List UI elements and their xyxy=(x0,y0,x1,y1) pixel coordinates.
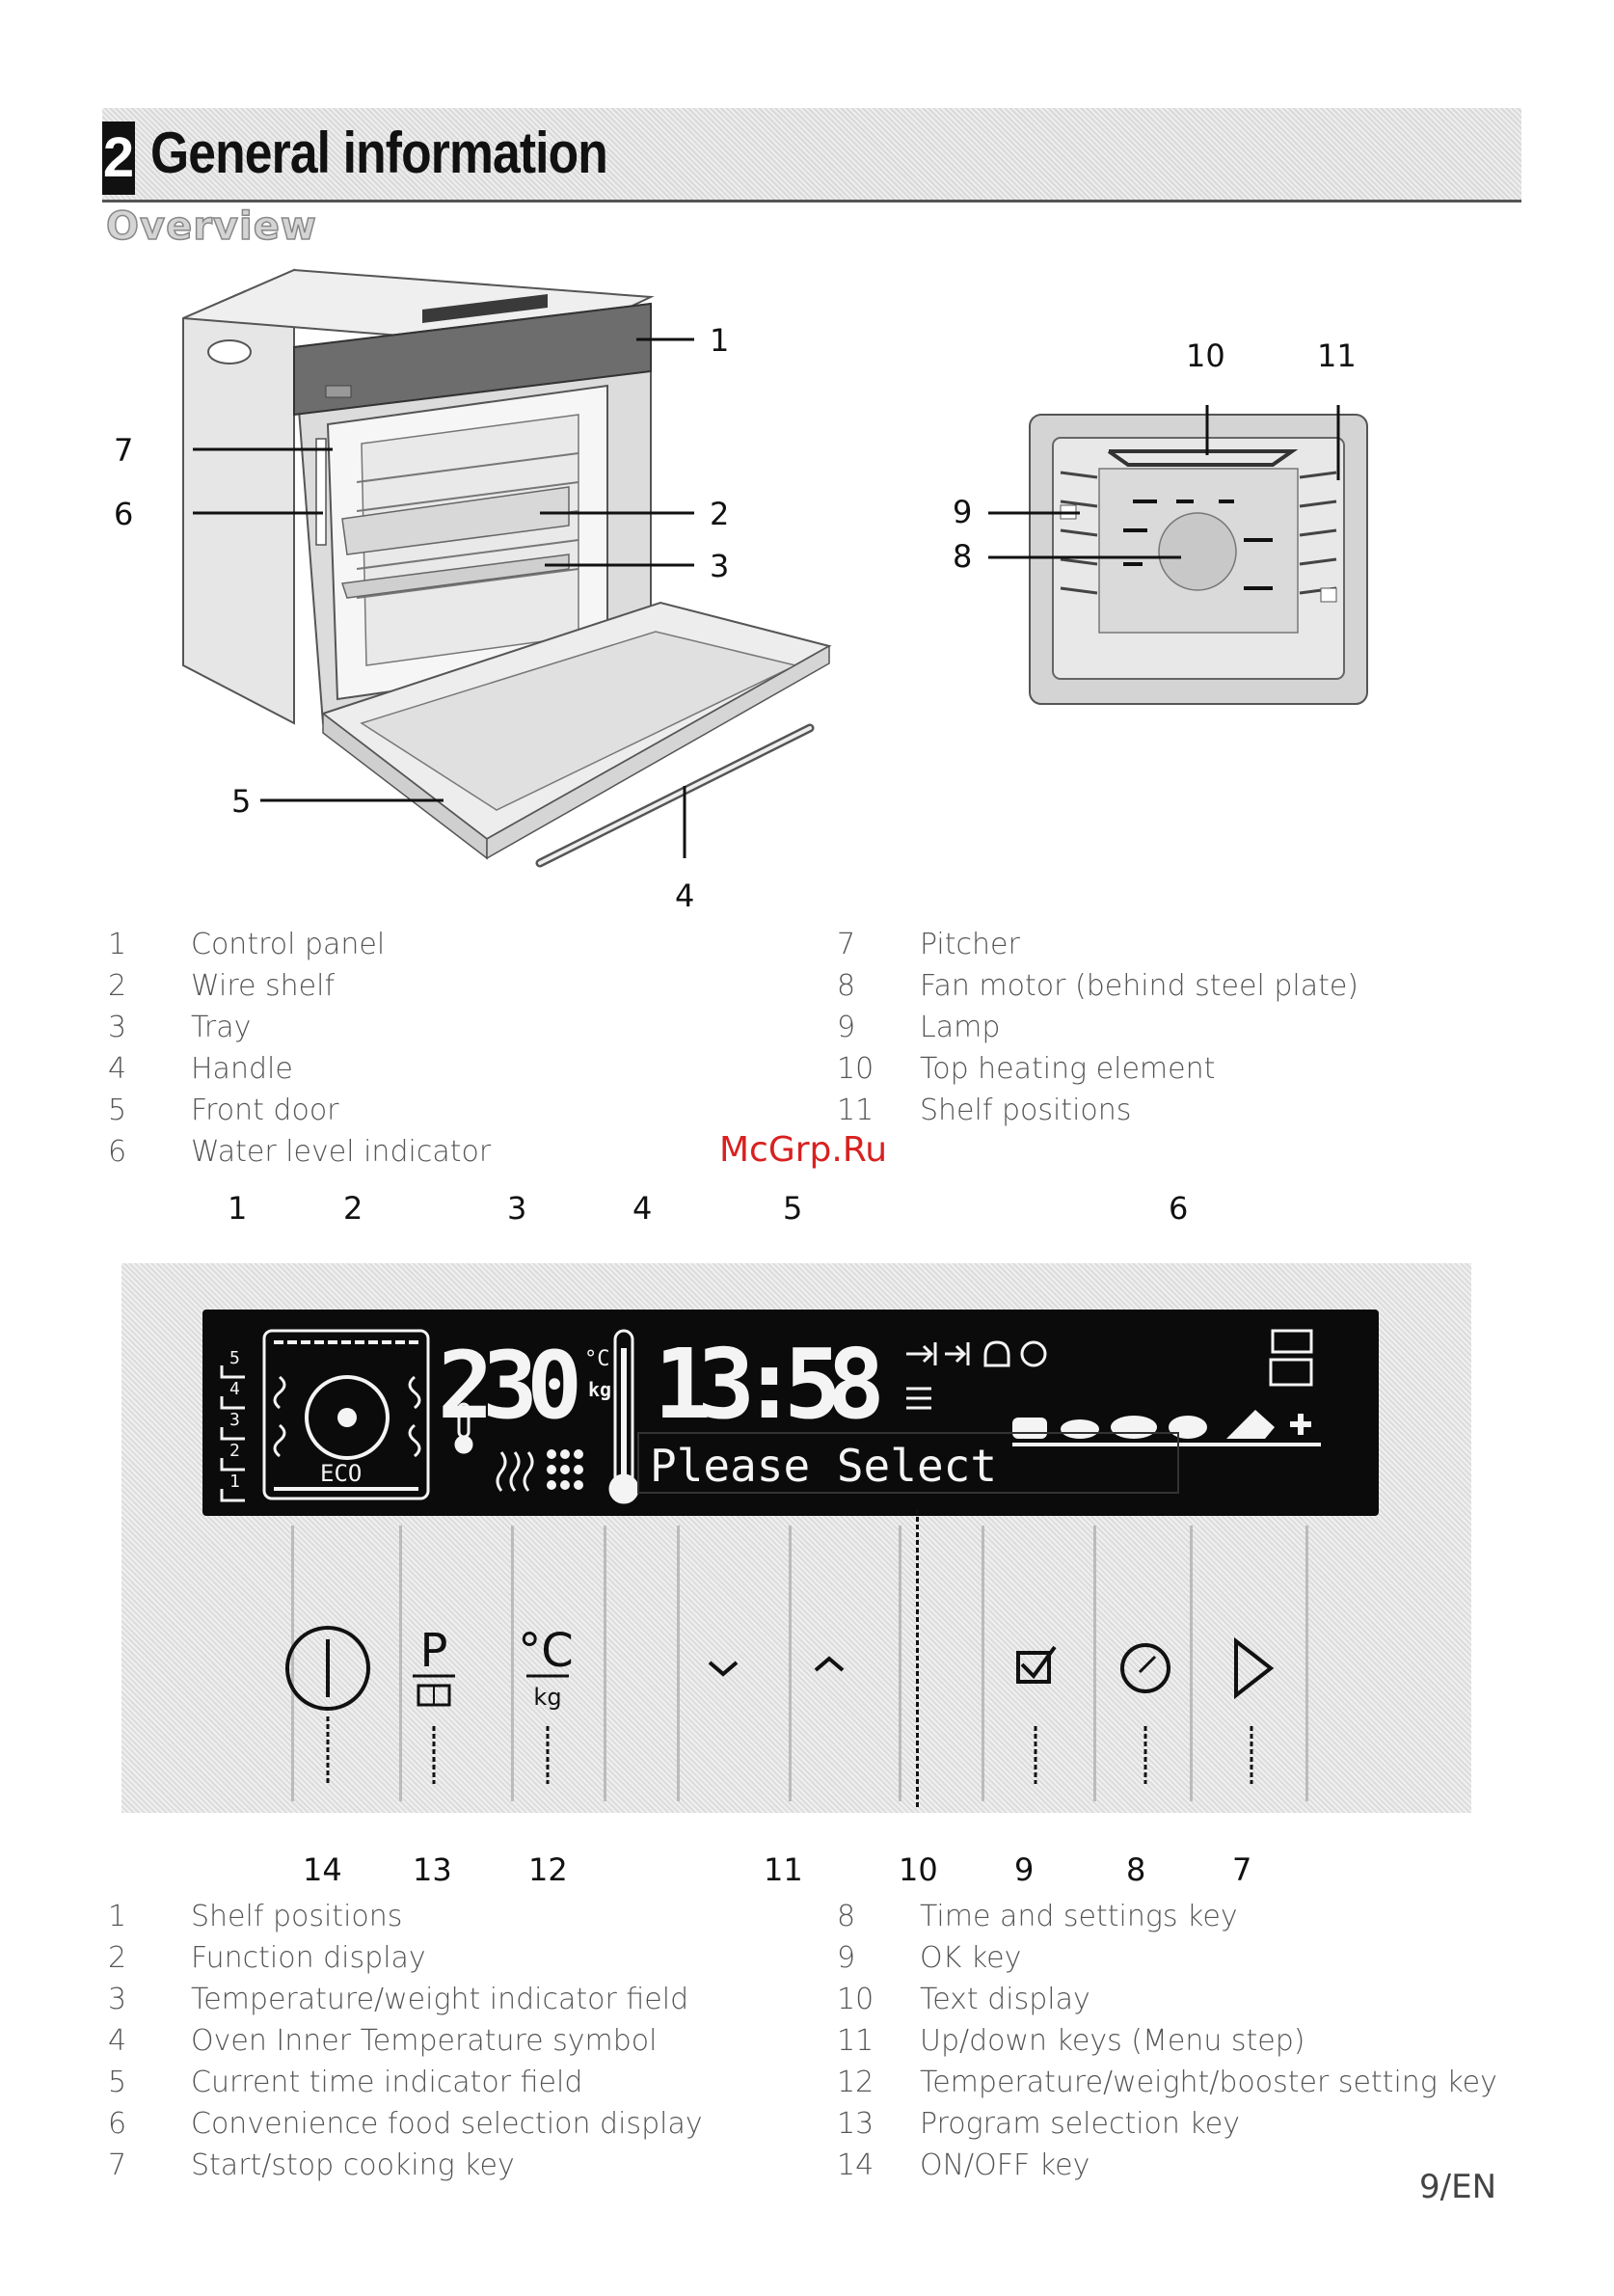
panel-callout-7: 7 xyxy=(1232,1851,1252,1888)
convenience-food-icons xyxy=(1012,1410,1321,1446)
callout-11: 11 xyxy=(1317,338,1357,374)
power-icon xyxy=(285,1626,370,1794)
chevron-down-icon xyxy=(708,1661,739,1677)
callout-3: 3 xyxy=(710,548,730,584)
page-number: 9/EN xyxy=(1419,2168,1497,2206)
text-display: Please Select xyxy=(650,1440,997,1492)
oven-interior-illustration xyxy=(988,405,1368,705)
svg-text:kg: kg xyxy=(533,1684,561,1711)
key-divider xyxy=(291,1526,294,1801)
key-divider xyxy=(789,1526,792,1801)
checkbox-icon xyxy=(1016,1645,1057,1794)
text-display-leader xyxy=(916,1509,919,1808)
program-selection-key[interactable]: P xyxy=(386,1543,482,1794)
temp-unit: °C xyxy=(584,1347,610,1371)
function-display: ECO xyxy=(262,1329,430,1500)
panel-callout-1: 1 xyxy=(228,1190,248,1227)
drops-grid-icon xyxy=(547,1449,583,1490)
temperature-key-icon: °C kg xyxy=(518,1624,574,1794)
shelf-level-5: 5 xyxy=(229,1348,240,1368)
clock-icon xyxy=(1120,1643,1170,1794)
callout-7: 7 xyxy=(114,432,134,469)
panel-callout-9: 9 xyxy=(1014,1851,1035,1888)
eco-label: ECO xyxy=(320,1460,362,1487)
chapter-header: 2 General information xyxy=(102,108,1521,203)
chapter-number: 2 xyxy=(102,122,135,195)
svg-text:P: P xyxy=(420,1624,448,1678)
key-divider xyxy=(1190,1526,1193,1801)
svg-text:°C: °C xyxy=(518,1624,574,1678)
panel-callout-5: 5 xyxy=(783,1190,803,1227)
lcd-display: 5 4 3 2 1 ECO 230 °C kg xyxy=(202,1310,1379,1516)
callout-8: 8 xyxy=(953,538,973,575)
timer-icons xyxy=(906,1340,1047,1410)
temperature-value: 230 xyxy=(438,1332,582,1440)
start-stop-key[interactable] xyxy=(1201,1543,1298,1794)
chapter-title: General information xyxy=(150,121,608,185)
shelf-positions-indicator xyxy=(220,1365,245,1502)
ok-key[interactable] xyxy=(987,1543,1084,1794)
key-divider xyxy=(1093,1526,1096,1801)
callout-4: 4 xyxy=(675,878,695,914)
fan-icon xyxy=(305,1375,390,1460)
control-panel: 5 4 3 2 1 ECO 230 °C kg xyxy=(121,1263,1471,1813)
key-divider xyxy=(604,1526,606,1801)
panel-callout-2: 2 xyxy=(343,1190,363,1227)
lock-icons xyxy=(1269,1329,1313,1387)
key-divider xyxy=(511,1526,514,1801)
current-time: 13:58 xyxy=(654,1328,885,1441)
bell-icon xyxy=(983,1340,1010,1367)
lcd-graphics: 5 4 3 2 1 ECO 230 °C kg xyxy=(220,1328,1321,1504)
program-icon: P xyxy=(413,1624,455,1794)
panel-callout-6: 6 xyxy=(1169,1190,1189,1227)
callout-1: 1 xyxy=(710,322,730,359)
key-divider xyxy=(982,1526,984,1801)
shelf-level-4: 4 xyxy=(229,1379,240,1399)
steam-icon xyxy=(496,1451,534,1492)
callout-10: 10 xyxy=(1186,338,1225,374)
panel-callout-3: 3 xyxy=(507,1190,527,1227)
on-off-key[interactable] xyxy=(280,1543,376,1794)
panel-callout-12: 12 xyxy=(528,1851,568,1888)
key-divider xyxy=(1305,1526,1308,1801)
time-settings-key[interactable] xyxy=(1095,1543,1192,1794)
up-key[interactable] xyxy=(773,1543,877,1794)
down-key[interactable] xyxy=(675,1543,771,1784)
section-title: Overview xyxy=(105,203,317,250)
weight-unit: kg xyxy=(588,1378,611,1401)
shelf-level-1: 1 xyxy=(229,1472,240,1492)
panel-callout-10: 10 xyxy=(899,1851,938,1888)
callout-2: 2 xyxy=(710,496,730,532)
key-divider xyxy=(899,1526,901,1801)
panel-callout-8: 8 xyxy=(1126,1851,1146,1888)
callout-9: 9 xyxy=(953,494,973,530)
panel-callout-4: 4 xyxy=(632,1190,653,1227)
callout-5: 5 xyxy=(231,783,252,820)
panel-callout-11: 11 xyxy=(764,1851,803,1888)
temperature-weight-key[interactable]: °C kg xyxy=(501,1543,598,1794)
key-divider xyxy=(677,1526,680,1801)
oven-illustration xyxy=(182,268,832,868)
inner-temperature-icon xyxy=(608,1329,639,1504)
shelf-level-3: 3 xyxy=(229,1410,240,1430)
thermometer-small-icon xyxy=(454,1402,473,1454)
play-icon xyxy=(1234,1636,1275,1794)
panel-callout-13: 13 xyxy=(413,1851,452,1888)
chevron-up-icon xyxy=(773,1656,845,1794)
key-divider xyxy=(399,1526,402,1801)
watermark: McGrp.Ru xyxy=(719,1130,888,1170)
text-display-frame xyxy=(637,1432,1179,1494)
callout-6: 6 xyxy=(114,496,134,532)
clock-icon xyxy=(1020,1340,1047,1367)
panel-callout-14: 14 xyxy=(303,1851,342,1888)
shelf-level-2: 2 xyxy=(229,1441,240,1461)
